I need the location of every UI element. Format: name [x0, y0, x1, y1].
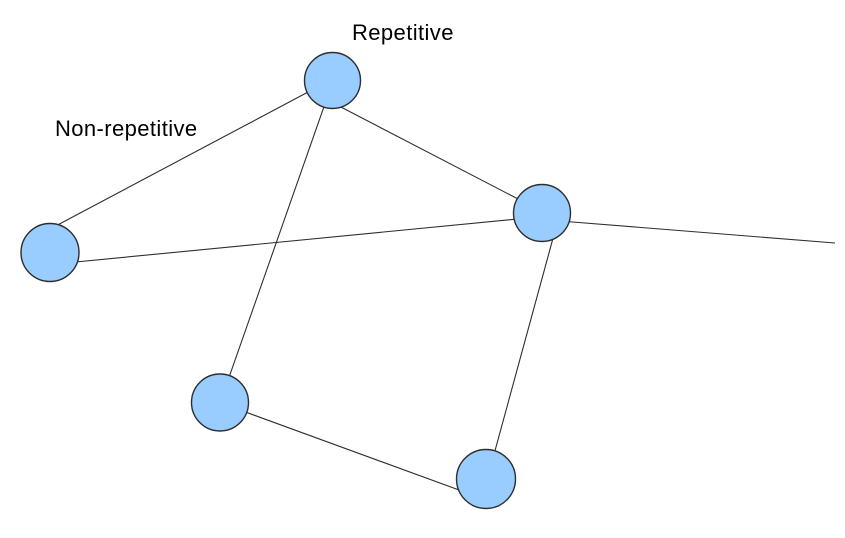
node-top: [303, 51, 362, 110]
graph-edge-top-to-left: [49, 90, 311, 230]
node-left: [20, 222, 80, 283]
graph-edge-left-to-mid-right: [54, 215, 549, 265]
graph-edge-bottom-left-to-bottom-right: [239, 409, 471, 495]
repetitive-label: Repetitive: [352, 20, 454, 45]
graph-edge-mid-right-to-offscreen-right: [559, 220, 836, 244]
non-repetitive-label: Non-repetitive: [55, 116, 198, 141]
graph-edge-top-to-mid-right: [336, 104, 546, 214]
graph-edge-mid-right-to-bottom-right: [486, 219, 559, 481]
node-bottom-left: [190, 373, 250, 432]
node-mid-right: [512, 183, 572, 243]
node-bottom-right: [455, 448, 517, 510]
